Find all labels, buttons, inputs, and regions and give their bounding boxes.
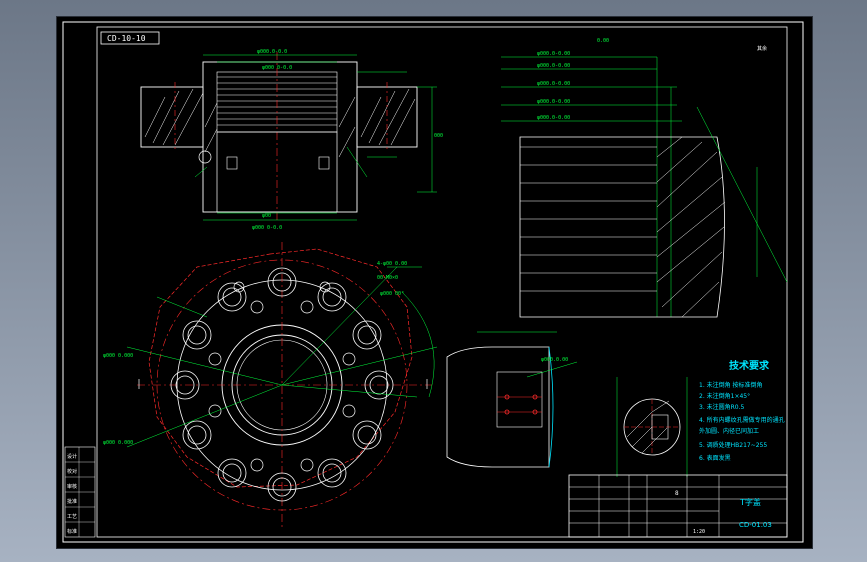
code-box bbox=[100, 31, 160, 45]
code-label: CD-10-10 bbox=[107, 34, 146, 43]
side-view-small: φ000.0.00 bbox=[446, 331, 578, 468]
tech-req-4b: 外加圆、内径已同加工 bbox=[699, 427, 759, 435]
detail-view-top-right: 0.00 φ000.0-0.00 φ000.0-0.00 φ000.0-0.00… bbox=[501, 38, 788, 318]
tech-req-5: 5. 调质处理HB217~255 bbox=[699, 441, 767, 449]
svg-text:φ000.0-0.00: φ000.0-0.00 bbox=[537, 51, 570, 57]
cad-drawing-viewport[interactable]: CD-10-10 bbox=[56, 16, 813, 549]
section-view-top-left: φ000.0-0.0 φ000 0-0.0 φ00 φ000 0-0.0 000 bbox=[140, 49, 443, 231]
svg-text:φ000.0-0.0: φ000.0-0.0 bbox=[257, 49, 287, 55]
svg-text:000: 000 bbox=[434, 133, 443, 139]
sheet-frame bbox=[62, 21, 804, 543]
svg-text:φ000.0-0.00: φ000.0-0.00 bbox=[537, 81, 570, 87]
inner-frame bbox=[96, 26, 788, 538]
bolt-holes-large bbox=[170, 267, 394, 502]
hatch-left bbox=[144, 88, 218, 153]
left-signature-box: 设计 校对 审核 批准 工艺 标准 bbox=[64, 446, 96, 538]
svg-text:批准: 批准 bbox=[67, 498, 77, 505]
tech-req-4: 4. 所有内螺纹孔需做专用的通孔 bbox=[699, 416, 785, 424]
svg-text:φ000.0-0.00: φ000.0-0.00 bbox=[537, 115, 570, 121]
detail-hatch bbox=[656, 136, 726, 318]
svg-text:4-φ00 0.00: 4-φ00 0.00 bbox=[377, 261, 407, 267]
top-left-dims bbox=[194, 54, 437, 221]
hatch-right bbox=[338, 88, 416, 158]
bolt-holes-small bbox=[208, 281, 356, 472]
circular-detail bbox=[616, 377, 688, 477]
sheet-number: 8 bbox=[675, 490, 679, 497]
svg-text:φ000.0-0.00: φ000.0-0.00 bbox=[537, 99, 570, 105]
tech-req-1: 1. 未注倒角 按标准倒角 bbox=[699, 381, 763, 389]
part-name: T字盖 bbox=[739, 497, 761, 507]
flange-leaders bbox=[126, 266, 438, 448]
svg-text:00-M0×0: 00-M0×0 bbox=[377, 275, 398, 281]
svg-text:工艺: 工艺 bbox=[67, 514, 77, 520]
svg-text:其余: 其余 bbox=[757, 45, 767, 52]
tech-req-6: 6. 表面发黑 bbox=[699, 454, 731, 462]
svg-text:φ000 0.000: φ000 0.000 bbox=[103, 440, 133, 446]
svg-text:0.00: 0.00 bbox=[597, 38, 609, 44]
svg-text:校对: 校对 bbox=[67, 468, 77, 475]
cad-drawing-canvas[interactable]: CD-10-10 bbox=[57, 17, 812, 548]
svg-text:φ000.0.00: φ000.0.00 bbox=[541, 357, 568, 363]
svg-text:φ000 0-0.0: φ000 0-0.0 bbox=[262, 65, 292, 71]
svg-text:标准: 标准 bbox=[67, 528, 77, 535]
scale-value: 1:20 bbox=[693, 529, 705, 535]
svg-text:φ000 00°: φ000 00° bbox=[380, 291, 404, 297]
title-block: 8 1:20 T字盖 CD-01.03 bbox=[568, 474, 788, 538]
drawing-number: CD-01.03 bbox=[739, 521, 772, 529]
svg-text:φ00: φ00 bbox=[262, 213, 271, 219]
svg-text:φ000.0-0.00: φ000.0-0.00 bbox=[537, 63, 570, 69]
tech-req-2: 2. 未注倒角1×45° bbox=[699, 392, 750, 400]
svg-text:设计: 设计 bbox=[67, 453, 77, 460]
svg-text:审核: 审核 bbox=[67, 483, 77, 490]
svg-text:φ000 0-0.0: φ000 0-0.0 bbox=[252, 225, 282, 231]
tech-req-3: 3. 未注圆角R0.5 bbox=[699, 403, 745, 411]
svg-text:φ000 0.000: φ000 0.000 bbox=[103, 353, 133, 359]
flange-plan-view: 4-φ00 0.00 00-M0×0 φ000 00° φ000 0.000 φ… bbox=[103, 242, 438, 527]
technical-requirements: 技术要求 1. 未注倒角 按标准倒角 2. 未注倒角1×45° 3. 未注圆角R… bbox=[699, 359, 785, 462]
tech-req-title: 技术要求 bbox=[729, 359, 770, 372]
